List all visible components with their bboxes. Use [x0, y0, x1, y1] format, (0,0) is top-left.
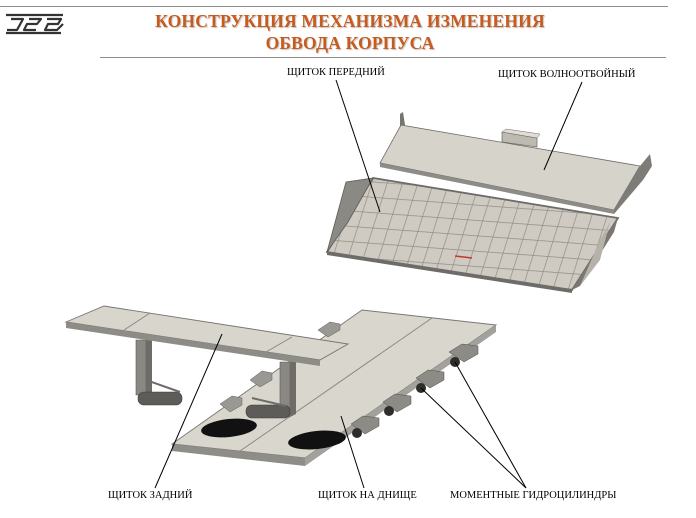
label-rear-shield: ЩИТОК ЗАДНИЙ [108, 490, 193, 501]
leader-bottom-shield [340, 415, 365, 489]
label-bottom-shield: ЩИТОК НА ДНИЩЕ [318, 490, 417, 501]
title-line-2: ОБВОДА КОРПУСА [265, 33, 435, 53]
page-title: КОНСТРУКЦИЯ МЕХАНИЗМА ИЗМЕНЕНИЯ ОБВОДА К… [100, 10, 600, 54]
leader-lines [154, 79, 583, 489]
label-front-shield: ЩИТОК ПЕРЕДНИЙ [287, 67, 385, 78]
leader-wave-shield [543, 81, 583, 171]
title-underline [100, 57, 666, 58]
wave-shield [379, 112, 652, 214]
hydro-cylinder-3 [382, 393, 412, 416]
rear-shield [64, 305, 350, 419]
top-rule [0, 6, 668, 7]
leader-cylinder-b [420, 387, 527, 489]
front-shield [325, 177, 620, 293]
title-line-1: КОНСТРУКЦИЯ МЕХАНИЗМА ИЗМЕНЕНИЯ [155, 11, 545, 31]
leader-front-shield [335, 79, 381, 213]
company-logo [6, 13, 64, 35]
leader-rear-shield [154, 333, 223, 489]
hydro-cylinders [350, 343, 479, 438]
hydro-cylinder-4 [350, 415, 380, 438]
label-hydro-cylinders: МОМЕНТНЫЕ ГИДРОЦИЛИНДРЫ [450, 490, 617, 501]
leader-cylinder-a [454, 361, 527, 489]
label-wave-shield: ЩИТОК ВОЛНООТБОЙНЫЙ [498, 69, 636, 80]
